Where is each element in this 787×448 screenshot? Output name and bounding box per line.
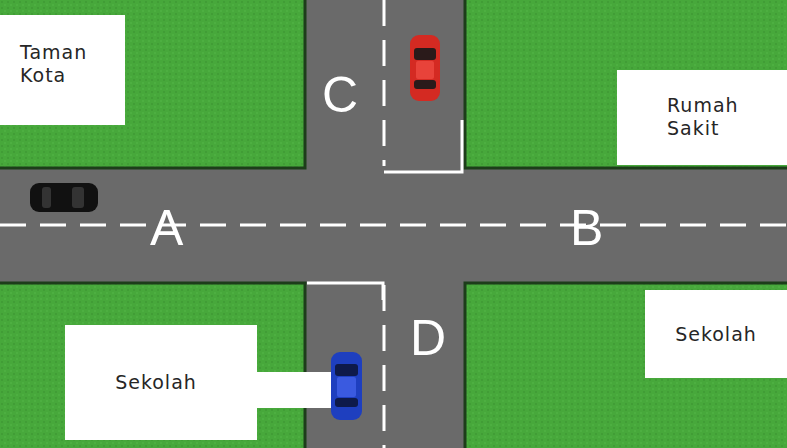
grass-block bbox=[465, 0, 787, 168]
road-letter: A bbox=[150, 203, 183, 253]
grass-block bbox=[465, 283, 787, 448]
grass-block bbox=[0, 283, 305, 448]
place-box: Rumah Sakit bbox=[617, 70, 787, 165]
stop-line bbox=[307, 283, 383, 300]
place-name: Taman Kota bbox=[20, 41, 110, 87]
blue-car bbox=[331, 352, 362, 420]
road-letter: D bbox=[410, 313, 446, 363]
place-box: Sekolah bbox=[645, 290, 787, 378]
center-line bbox=[0, 224, 787, 227]
place-name: Sekolah bbox=[115, 371, 197, 394]
place-box: Sekolah bbox=[65, 325, 257, 440]
stop-line bbox=[384, 120, 462, 172]
grass-block bbox=[0, 0, 305, 168]
red-car bbox=[410, 35, 440, 101]
place-box: Taman Kota bbox=[0, 15, 125, 125]
place-name: Sekolah bbox=[675, 323, 757, 346]
center-line bbox=[383, 285, 386, 448]
center-line bbox=[383, 0, 386, 166]
place-name: Rumah Sakit bbox=[667, 94, 767, 140]
road-letter: B bbox=[570, 203, 603, 253]
road-letter: C bbox=[322, 70, 358, 120]
black-car bbox=[30, 183, 98, 212]
sign-stub bbox=[255, 372, 331, 408]
